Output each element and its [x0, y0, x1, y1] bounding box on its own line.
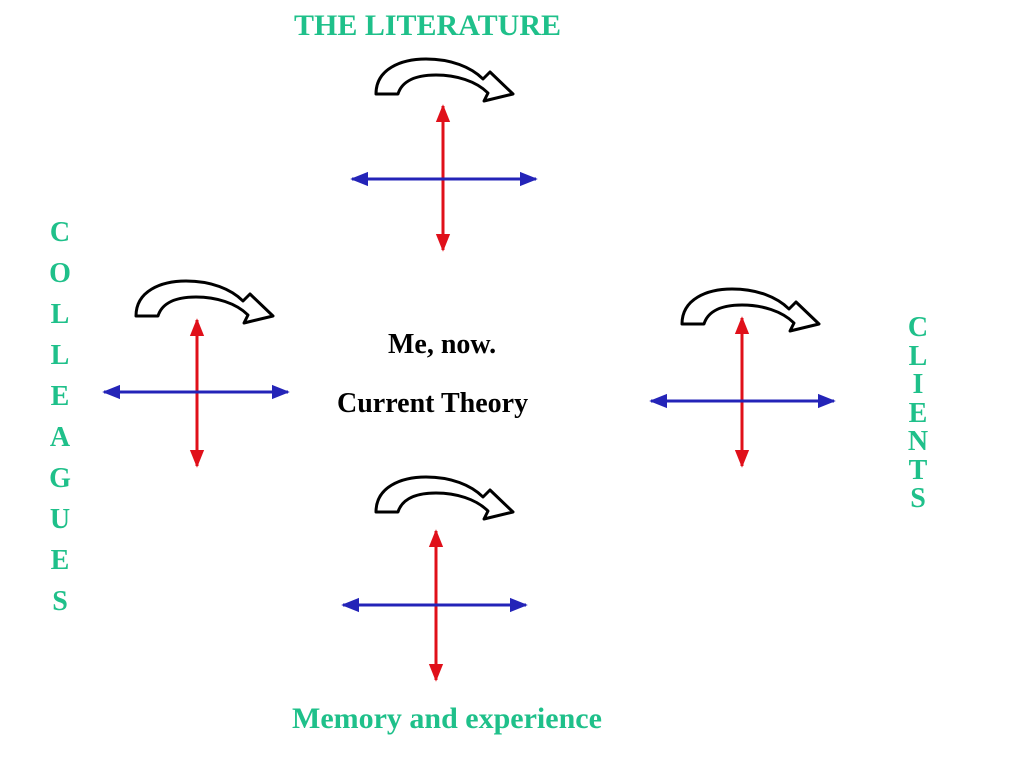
top-curved-arrow-icon	[374, 57, 515, 103]
right-vertical-label: C L I E N T S	[903, 312, 933, 514]
left-curved-arrow-icon	[134, 279, 275, 325]
top-cluster	[350, 57, 538, 252]
left-cluster	[102, 279, 290, 468]
left-label-letter: L	[50, 299, 70, 330]
right-label-letter: E	[908, 397, 928, 429]
bottom-label: Memory and experience	[292, 702, 602, 735]
right-cluster	[649, 287, 836, 468]
center-text-current-theory: Current Theory	[337, 388, 529, 419]
center-text-me-now: Me, now.	[388, 329, 497, 360]
left-label-letter: E	[50, 545, 70, 576]
left-label-letter: E	[50, 381, 70, 412]
left-vertical-label: C O L L E A G U E S	[45, 212, 75, 622]
right-label-letter: T	[908, 454, 928, 486]
left-label-letter: S	[52, 586, 68, 617]
right-label-letter: I	[912, 369, 924, 400]
left-label-letter: G	[49, 463, 71, 494]
left-label-letter: U	[49, 504, 71, 535]
left-label-letter: C	[49, 217, 71, 248]
bottom-cluster	[341, 475, 528, 682]
right-curved-arrow-icon	[680, 287, 821, 333]
right-label-letter: S	[910, 483, 926, 514]
bottom-curved-arrow-icon	[374, 475, 515, 521]
left-label-letter: L	[50, 340, 70, 371]
left-label-letter: A	[49, 422, 71, 453]
right-label-letter: L	[908, 340, 928, 372]
right-label-letter: N	[907, 426, 929, 457]
left-label-letter: O	[49, 258, 71, 289]
right-label-letter: C	[907, 312, 929, 343]
top-label: THE LITERATURE	[294, 9, 562, 42]
